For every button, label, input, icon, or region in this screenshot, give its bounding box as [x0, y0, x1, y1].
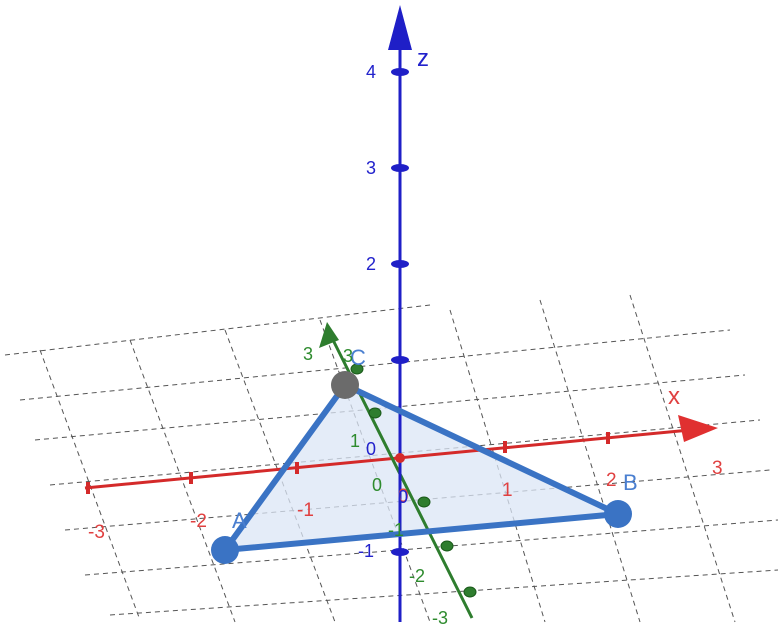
- x-tick-label: -2: [190, 511, 207, 532]
- x-tick-label: -1: [297, 500, 314, 521]
- z-tick-label: 0: [366, 439, 376, 459]
- y-tick-label: 1: [350, 431, 360, 451]
- x-tick-label: 3: [712, 458, 723, 479]
- point-label-a: A: [232, 508, 247, 533]
- y-axis-arrow-icon: [319, 322, 339, 348]
- z-axis: [388, 5, 412, 622]
- x-tick-label: 2: [606, 470, 617, 491]
- z-tick: [391, 260, 409, 268]
- z-tick-label: -1: [358, 541, 374, 561]
- y-tick-label: 3: [343, 346, 353, 366]
- triangle-face[interactable]: [225, 385, 618, 550]
- y-tick-label: -3: [432, 608, 448, 627]
- edge-ca: [222, 382, 348, 553]
- x-tick-label: 1: [502, 480, 513, 501]
- point-c[interactable]: [331, 371, 359, 399]
- edge-bc: [342, 382, 621, 517]
- y-tick-label: 0: [372, 475, 382, 495]
- grid-line: [49, 419, 761, 486]
- x-tick: [503, 441, 507, 453]
- z-tick: [391, 164, 409, 172]
- y-tick: [463, 586, 477, 598]
- grid-line: [39, 349, 141, 621]
- z-tick: [391, 356, 409, 364]
- x-tick: [189, 472, 193, 484]
- z-tick-label: 0: [398, 487, 408, 507]
- z-tick: [391, 68, 409, 76]
- y-tick: [440, 540, 454, 552]
- grid-line: [629, 294, 736, 623]
- x-tick: [295, 462, 299, 474]
- grid-line: [19, 329, 731, 401]
- z-tick-label: 2: [366, 254, 376, 274]
- grid-line: [109, 569, 779, 616]
- x-axis-arrow-icon: [678, 415, 718, 442]
- z-tick: [391, 548, 409, 556]
- x-tick: [86, 482, 90, 494]
- y-tick: [350, 363, 364, 375]
- grid-line: [4, 304, 431, 356]
- y-tick-label: -1: [388, 520, 404, 540]
- y-tick: [368, 407, 382, 419]
- z-tick-label: 4: [366, 62, 376, 82]
- y-tick: [417, 496, 431, 508]
- grid-line: [34, 374, 746, 441]
- origin-point: [395, 453, 405, 463]
- point-label-b: B: [623, 470, 638, 495]
- y-tick-label: -2: [409, 566, 425, 586]
- z-axis-name: z: [417, 45, 429, 72]
- x-tick: [606, 432, 610, 444]
- grid-line: [84, 519, 779, 576]
- y-tick-label: 3: [303, 344, 313, 364]
- grid-line: [539, 299, 641, 623]
- triangle-edges[interactable]: [222, 382, 621, 553]
- z-tick-label: 3: [366, 158, 376, 178]
- x-tick-label: 0: [398, 486, 409, 507]
- point-b[interactable]: [604, 500, 632, 528]
- z-axis-arrow-icon: [388, 5, 412, 50]
- point-label-c: C: [350, 345, 366, 370]
- x-axis-name: x: [668, 383, 680, 410]
- point-a[interactable]: [211, 536, 239, 564]
- x-tick-label: -3: [88, 522, 105, 543]
- x-axis: [84, 415, 718, 494]
- edge-ab: [222, 511, 621, 553]
